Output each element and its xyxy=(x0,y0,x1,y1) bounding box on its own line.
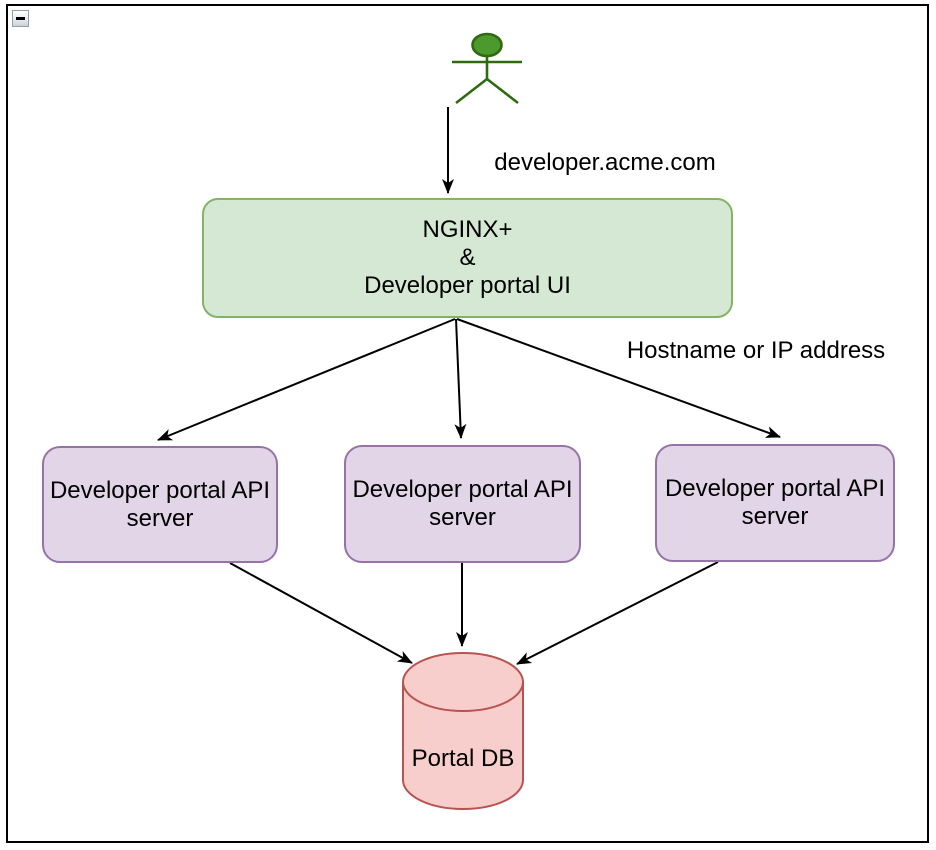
edge-nginx-to-api-middle xyxy=(454,318,467,439)
node-api-server-left: Developer portal API server xyxy=(42,446,278,563)
node-label-line: server xyxy=(126,504,194,532)
minus-icon xyxy=(16,17,25,20)
edge-api-right-to-db xyxy=(516,561,719,665)
node-label-line: & xyxy=(459,244,476,271)
edge-label-domain: developer.acme.com xyxy=(494,149,716,176)
node-label-line: Developer portal UI xyxy=(364,272,571,299)
edge-nginx-to-api-left xyxy=(157,318,456,441)
edge-api-left-to-db xyxy=(229,562,413,664)
edge-nginx-to-api-right xyxy=(456,318,781,438)
node-label-line: server xyxy=(429,504,496,531)
node-label-line: Developer portal API xyxy=(49,476,271,504)
node-label-line: Developer portal API xyxy=(664,475,886,502)
user-actor-icon xyxy=(452,32,522,105)
node-label-line: Developer portal API xyxy=(352,476,573,503)
node-nginx-portal-ui: NGINX+ & Developer portal UI xyxy=(202,198,733,318)
node-api-server-right: Developer portal API server xyxy=(655,444,895,562)
node-label-line: NGINX+ xyxy=(422,216,513,243)
node-label-line: server xyxy=(741,503,809,530)
database-cylinder xyxy=(402,652,524,810)
node-api-server-middle: Developer portal API server xyxy=(344,445,581,563)
collapse-button[interactable] xyxy=(12,10,29,27)
edge-label-hostname: Hostname or IP address xyxy=(626,337,886,364)
node-db-label: Portal DB xyxy=(411,745,515,772)
